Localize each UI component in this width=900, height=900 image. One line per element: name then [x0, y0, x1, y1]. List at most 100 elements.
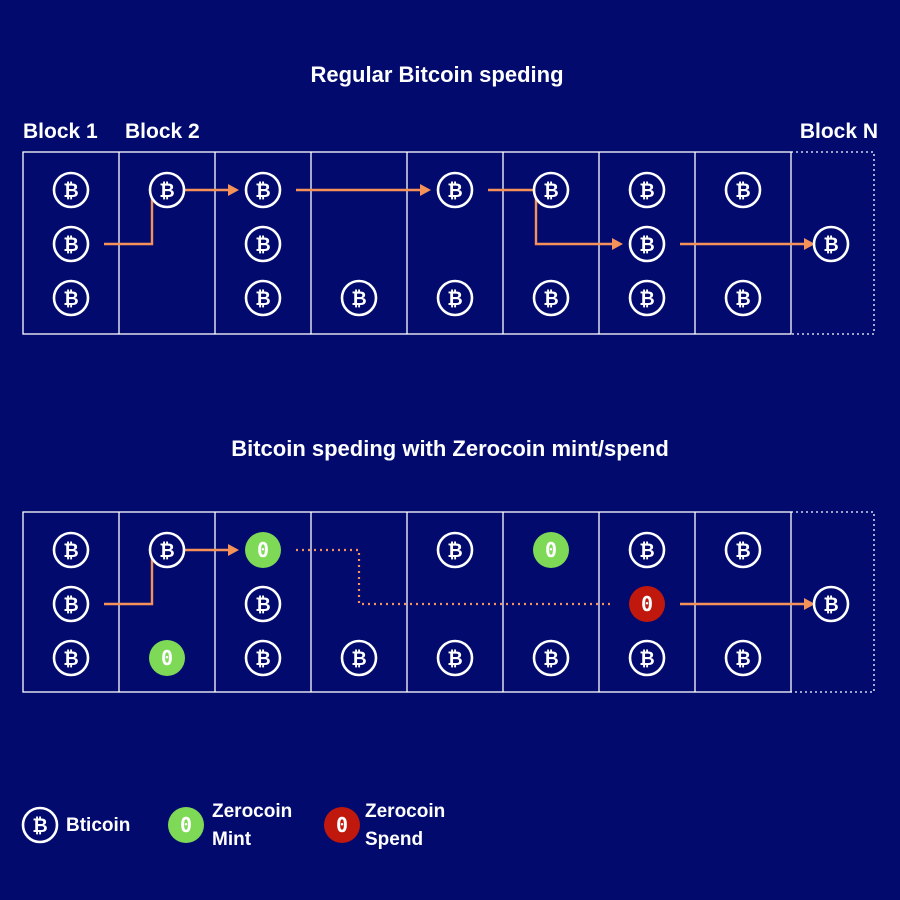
svg-text:₿: ₿ — [255, 648, 270, 670]
bitcoin-icon: ₿ — [724, 639, 762, 677]
bitcoin-icon: ₿ — [436, 531, 474, 569]
bitcoin-icon: ₿ — [244, 639, 282, 677]
svg-text:₿: ₿ — [639, 540, 654, 562]
bitcoin-icon: ₿ — [532, 639, 570, 677]
zerocoin-spend-icon: 0 — [324, 807, 360, 843]
arrowhead — [228, 544, 239, 556]
legend-zerocoin-mint-icon: 0 — [168, 807, 204, 843]
block-2-label: Block 2 — [125, 120, 200, 143]
svg-text:₿: ₿ — [63, 234, 78, 256]
zerocoin-spending-diagram: Bitcoin speding with Zerocoin mint/spend… — [22, 436, 875, 693]
bitcoin-icon: ₿ — [244, 171, 282, 209]
svg-text:₿: ₿ — [32, 815, 47, 837]
zerocoin-mint-icon: 0 — [149, 640, 185, 676]
legend-zerocoin-spend-icon: 0 — [324, 807, 360, 843]
bitcoin-icon: ₿ — [340, 279, 378, 317]
svg-text:₿: ₿ — [639, 288, 654, 310]
svg-text:₿: ₿ — [735, 180, 750, 202]
diagram2-coins: ₿₿₿₿00₿₿₿₿₿0₿₿0₿₿₿₿ — [52, 531, 850, 677]
bitcoin-icon: ₿ — [148, 171, 186, 209]
bitcoin-icon: ₿ — [724, 279, 762, 317]
bitcoin-icon: ₿ — [436, 171, 474, 209]
svg-text:0: 0 — [641, 592, 653, 616]
arrowhead — [804, 598, 815, 610]
legend-bitcoin-label: Bticoin — [66, 815, 130, 836]
bitcoin-icon: ₿ — [724, 531, 762, 569]
svg-text:₿: ₿ — [447, 288, 462, 310]
svg-text:0: 0 — [336, 813, 348, 837]
bitcoin-icon: ₿ — [532, 171, 570, 209]
diagram1-coins: ₿ ₿ ₿ ₿ ₿ ₿ ₿ ₿ ₿ ₿ ₿ ₿ ₿ ₿ ₿ ₿ ₿ ₿ — [52, 171, 850, 317]
diagram2-transfer-arrows — [104, 544, 815, 610]
bitcoin-icon: ₿ — [628, 639, 666, 677]
svg-text:₿: ₿ — [639, 234, 654, 256]
diagram2-block-grid — [22, 511, 875, 693]
zerocoin-mint-icon: 0 — [168, 807, 204, 843]
svg-text:₿: ₿ — [159, 540, 174, 562]
svg-text:₿: ₿ — [823, 234, 838, 256]
svg-text:₿: ₿ — [63, 648, 78, 670]
svg-text:₿: ₿ — [351, 648, 366, 670]
bitcoin-icon: ₿ — [52, 279, 90, 317]
bitcoin-icon: ₿ — [340, 639, 378, 677]
arrowhead — [228, 184, 239, 196]
bitcoin-icon: ₿ — [52, 585, 90, 623]
svg-text:₿: ₿ — [543, 648, 558, 670]
arrowhead — [612, 238, 623, 250]
bitcoin-icon: ₿ — [628, 279, 666, 317]
bitcoin-icon: ₿ — [436, 279, 474, 317]
svg-text:₿: ₿ — [639, 180, 654, 202]
svg-text:₿: ₿ — [351, 288, 366, 310]
zerocoin-spend-icon: 0 — [629, 586, 665, 622]
bitcoin-icon: ₿ — [52, 639, 90, 677]
svg-text:0: 0 — [257, 538, 269, 562]
block-1-label: Block 1 — [23, 120, 98, 143]
bitcoin-icon: ₿ — [436, 639, 474, 677]
bitcoin-icon: ₿ — [244, 225, 282, 263]
bitcoin-icon: ₿ — [532, 279, 570, 317]
diagram1-title: Regular Bitcoin speding — [310, 62, 563, 87]
bitcoin-icon: ₿ — [812, 585, 850, 623]
svg-text:₿: ₿ — [543, 288, 558, 310]
svg-text:₿: ₿ — [639, 648, 654, 670]
svg-text:₿: ₿ — [447, 540, 462, 562]
svg-text:₿: ₿ — [735, 288, 750, 310]
bitcoin-icon: ₿ — [628, 171, 666, 209]
bitcoin-icon: ₿ — [812, 225, 850, 263]
arrowhead — [420, 184, 431, 196]
svg-text:₿: ₿ — [255, 180, 270, 202]
bitcoin-icon: ₿ — [21, 806, 59, 844]
legend: ₿ Bticoin 0 Zerocoin Mint 0 Zerocoin Spe… — [21, 801, 445, 850]
svg-text:₿: ₿ — [63, 594, 78, 616]
svg-text:₿: ₿ — [735, 648, 750, 670]
bitcoin-icon: ₿ — [52, 171, 90, 209]
zerocoin-mint-icon: 0 — [533, 532, 569, 568]
bitcoin-icon: ₿ — [52, 531, 90, 569]
svg-text:₿: ₿ — [735, 540, 750, 562]
diagram2-title: Bitcoin speding with Zerocoin mint/spend — [231, 436, 669, 461]
svg-text:₿: ₿ — [255, 234, 270, 256]
svg-text:₿: ₿ — [823, 594, 838, 616]
block-n-dotted-outline — [791, 151, 875, 335]
legend-mint-label-line2: Mint — [212, 829, 252, 850]
transfer-arrow — [488, 188, 614, 246]
svg-text:₿: ₿ — [63, 540, 78, 562]
bitcoin-icon: ₿ — [628, 531, 666, 569]
svg-text:0: 0 — [545, 538, 557, 562]
regular-spending-diagram: Regular Bitcoin speding Block 1 Block 2 … — [22, 62, 878, 335]
svg-text:₿: ₿ — [447, 180, 462, 202]
block-n-dotted-outline — [791, 511, 875, 693]
arrowhead — [804, 238, 815, 250]
svg-text:₿: ₿ — [159, 180, 174, 202]
legend-mint-label-line1: Zerocoin — [212, 801, 292, 822]
svg-text:0: 0 — [161, 646, 173, 670]
svg-text:₿: ₿ — [255, 288, 270, 310]
diagram1-transfer-arrows — [104, 184, 815, 250]
legend-bitcoin-icon: ₿ — [21, 806, 59, 844]
zerocoin-transfer-dotted-line — [296, 548, 614, 606]
zerocoin-mint-icon: 0 — [245, 532, 281, 568]
svg-text:₿: ₿ — [543, 180, 558, 202]
bitcoin-icon: ₿ — [52, 225, 90, 263]
svg-text:₿: ₿ — [63, 180, 78, 202]
